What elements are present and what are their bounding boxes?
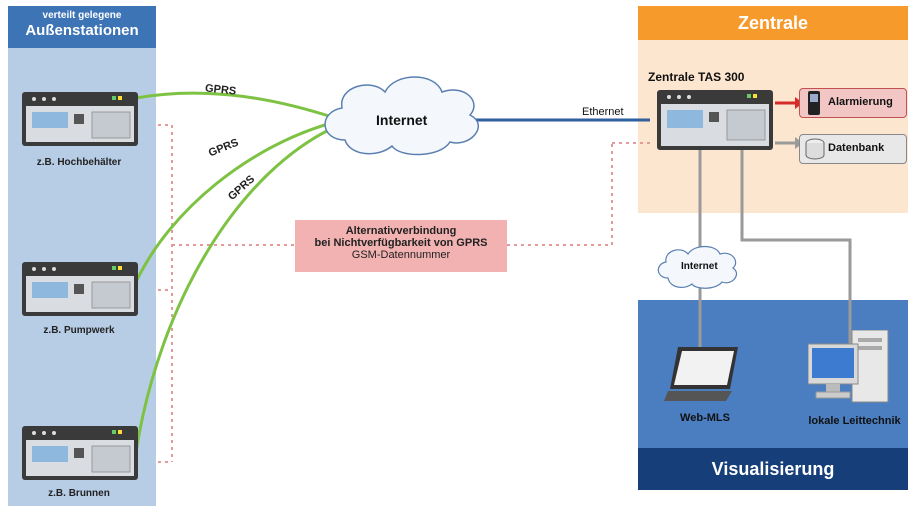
zentrale-device (657, 90, 773, 155)
web-mls-label: Web-MLS (680, 412, 730, 424)
alt-dotted-lines (158, 124, 650, 463)
internet-cloud-icon (324, 76, 479, 156)
gprs-line-1 (135, 91, 336, 120)
alt-line3: GSM-Datennummer (351, 249, 451, 261)
outstations-header-line2: Außenstationen (25, 22, 139, 39)
zentrale-header: Zentrale (638, 6, 908, 40)
alt-line2: bei Nichtverfügbarkeit von GPRS (314, 237, 488, 249)
visual-lines (698, 150, 852, 350)
small-internet-label: Internet (681, 261, 718, 272)
small-internet-cloud-icon (657, 245, 738, 289)
mobile-phone-icon (808, 91, 820, 115)
alarm-box: Alarmierung (799, 88, 907, 118)
zentrale-device-title: Zentrale TAS 300 (648, 70, 745, 84)
local-control-label: lokale Leittechnik (808, 415, 901, 427)
alarm-label: Alarmierung (828, 96, 893, 108)
gprs-lines (134, 91, 338, 453)
database-box: Datenbank (799, 134, 907, 164)
outstations-header: verteilt gelegene Außenstationen (8, 6, 156, 48)
gprs-line-2 (134, 120, 336, 283)
visualisierung-bar: Visualisierung (638, 448, 908, 490)
station-label-1: z.B. Hochbehälter (36, 157, 122, 168)
alternative-connection-box: Alternativverbindung bei Nichtverfügbark… (295, 220, 507, 272)
database-icon (805, 138, 825, 160)
alt-line1: Alternativverbindung (345, 225, 457, 237)
database-label: Datenbank (828, 142, 885, 154)
internet-label: Internet (376, 112, 428, 128)
station-device-hochbehaelter (22, 92, 138, 151)
controller-device-icon (22, 262, 138, 316)
desktop-pc-device (807, 329, 892, 409)
desktop-computer-icon (807, 329, 889, 403)
station-label-3: z.B. Brunnen (48, 488, 110, 499)
outstations-header-line1: verteilt gelegene (42, 10, 122, 21)
station-device-pumpwerk (22, 262, 138, 321)
ethernet-label: Ethernet (582, 106, 624, 118)
gprs-line-3 (134, 124, 338, 453)
controller-device-icon (22, 92, 138, 146)
outstations-panel (8, 6, 156, 506)
laptop-icon (664, 347, 738, 401)
station-label-2: z.B. Pumpwerk (43, 325, 115, 336)
laptop-device (664, 345, 744, 410)
controller-device-icon (22, 426, 138, 480)
station-device-brunnen (22, 426, 138, 485)
controller-device-icon (657, 90, 773, 150)
